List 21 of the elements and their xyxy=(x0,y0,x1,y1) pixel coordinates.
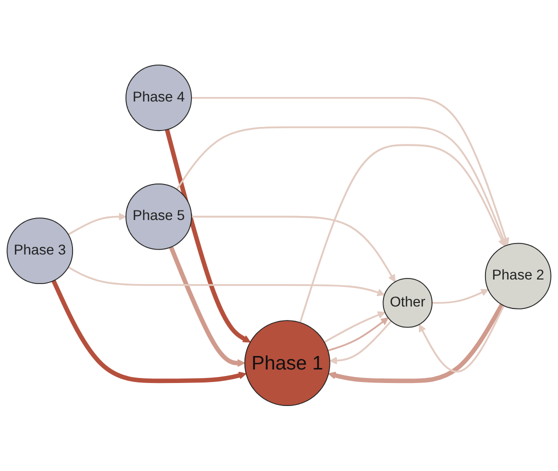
arrow xyxy=(299,144,506,323)
arrow xyxy=(328,318,388,352)
arrow xyxy=(191,216,396,282)
node-circle: Phase 5 xyxy=(126,184,192,250)
arrow xyxy=(329,320,392,365)
node-circle: Phase 4 xyxy=(126,64,192,132)
arrow xyxy=(418,305,505,373)
node-circle: Phase 2 xyxy=(484,243,552,310)
arrow xyxy=(176,126,507,246)
arrow xyxy=(68,266,385,296)
arrow xyxy=(324,311,386,344)
node-circle: Phase 1 xyxy=(244,320,330,406)
arrow xyxy=(164,129,251,343)
arrow xyxy=(191,97,510,246)
arrow xyxy=(168,246,246,368)
arrow xyxy=(328,304,504,384)
node-circle: Other xyxy=(382,278,432,328)
arrow xyxy=(68,212,126,236)
arrow xyxy=(432,289,489,304)
node-circle: Phase 3 xyxy=(6,218,74,284)
arrow xyxy=(51,280,246,384)
